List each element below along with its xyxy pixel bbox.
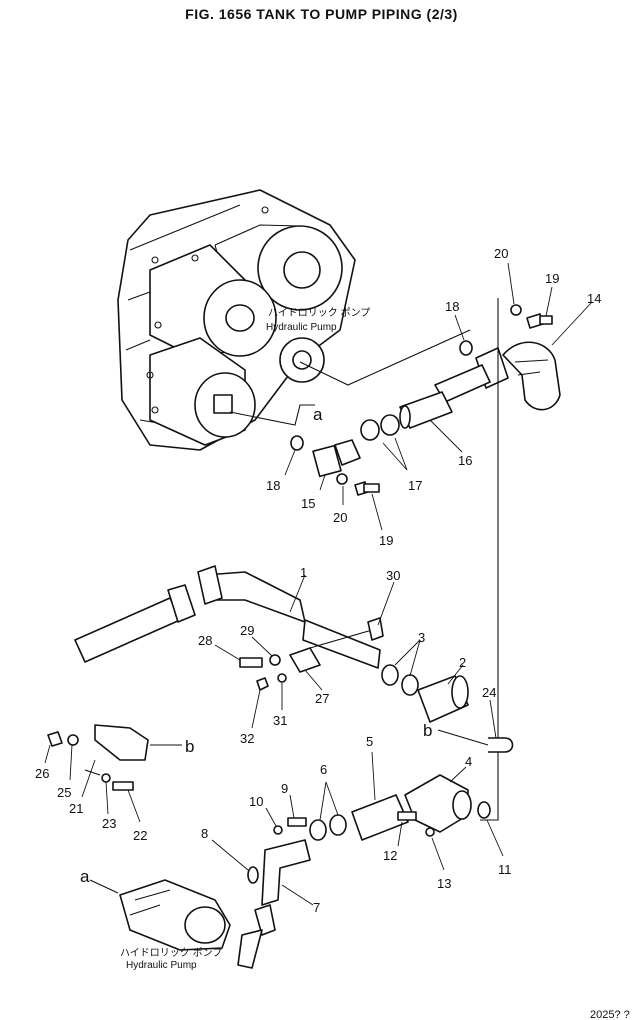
part-13-washer — [425, 827, 435, 837]
part-17-clamps — [360, 414, 400, 441]
corner-code: 2025? ? — [590, 1009, 630, 1020]
callout-20b: 20 — [333, 510, 347, 525]
part-10-washer — [273, 825, 283, 835]
part-30-ubolt — [367, 617, 384, 641]
part-20-washers — [336, 304, 522, 485]
callout-1: 1 — [300, 565, 307, 580]
callout-27: 27 — [315, 691, 329, 706]
callout-7: 7 — [313, 900, 320, 915]
part-21-bracket — [84, 724, 149, 776]
ref-label-a-top: a — [313, 405, 323, 424]
callout-20: 20 — [494, 246, 508, 261]
callout-14: 14 — [587, 291, 601, 306]
part-24-ubolt — [488, 737, 514, 753]
part-26-nut — [47, 731, 63, 747]
callout-6: 6 — [320, 762, 327, 777]
tank-pipe-stub — [74, 584, 196, 663]
part-5-hose — [351, 794, 409, 841]
flange-fitting-upper — [434, 347, 509, 403]
pump-assembly-upper — [117, 189, 356, 451]
part-15-flange — [312, 439, 361, 478]
callout-19: 19 — [545, 271, 559, 286]
part-28-bolt — [239, 657, 263, 668]
callout-24: 24 — [482, 685, 496, 700]
callout-10: 10 — [249, 794, 263, 809]
pump-label-jp-lower: ハイドロリック ポンプ — [120, 947, 222, 959]
callout-11: 11 — [498, 862, 512, 877]
ref-label-a-bottom: a — [80, 867, 90, 886]
part-19-bolts — [354, 313, 553, 496]
callout-8: 8 — [201, 826, 208, 841]
callout-29: 29 — [240, 623, 254, 638]
callout-21: 21 — [69, 801, 83, 816]
callout-26: 26 — [35, 766, 49, 781]
callout-18: 18 — [445, 299, 459, 314]
callout-5: 5 — [366, 734, 373, 749]
callout-32: 32 — [240, 731, 254, 746]
callout-22: 22 — [133, 828, 147, 843]
part-18-orings — [290, 340, 473, 451]
callout-30: 30 — [386, 568, 400, 583]
part-27-bracket — [289, 629, 373, 673]
part-25-washer — [67, 734, 79, 746]
part-4-elbow — [404, 774, 472, 833]
part-7-pipe — [237, 839, 311, 969]
part-8-oring — [247, 866, 259, 884]
part-12-bolt — [397, 811, 417, 821]
figure-title: FIG. 1656 TANK TO PUMP PIPING (2/3) — [185, 6, 458, 22]
pump-label-en-lower: Hydraulic Pump — [126, 960, 197, 971]
callout-23: 23 — [102, 816, 116, 831]
callout-16: 16 — [458, 453, 472, 468]
part-11-oring — [477, 801, 491, 819]
callout-25: 25 — [57, 785, 71, 800]
callout-12: 12 — [383, 848, 397, 863]
callout-31: 31 — [273, 713, 287, 728]
part-22-bolt — [112, 781, 134, 791]
part-6-clamps — [309, 814, 347, 841]
pump-label-jp-upper: ハイドロリック ポンプ — [268, 307, 370, 319]
part-2-hose — [417, 675, 469, 723]
callout-13: 13 — [437, 876, 451, 891]
part-14-elbow — [502, 341, 561, 411]
part-29-washer — [269, 654, 281, 666]
part-1-pipe — [197, 565, 381, 669]
part-32-nut — [256, 677, 269, 691]
part-16-hose — [399, 391, 453, 429]
callouts: 20 19 14 18 16 17 18 15 20 19 1 30 28 29… — [35, 246, 601, 915]
callout-4: 4 — [465, 754, 472, 769]
part-9-bolt — [287, 817, 307, 827]
pump-label-en-upper: Hydraulic Pump — [266, 322, 337, 333]
callout-3: 3 — [418, 630, 425, 645]
ref-label-b-mid: b — [423, 721, 432, 740]
callout-19b: 19 — [379, 533, 393, 548]
callout-18b: 18 — [266, 478, 280, 493]
callout-28: 28 — [198, 633, 212, 648]
part-23-washer — [101, 773, 111, 783]
callout-17: 17 — [408, 478, 422, 493]
callout-15: 15 — [301, 496, 315, 511]
callout-9: 9 — [281, 781, 288, 796]
callout-2: 2 — [459, 655, 466, 670]
part-31-washer — [277, 673, 287, 683]
ref-label-b-left: b — [185, 737, 194, 756]
pump-assembly-lower — [119, 879, 231, 951]
part-3-clamps — [381, 664, 419, 696]
